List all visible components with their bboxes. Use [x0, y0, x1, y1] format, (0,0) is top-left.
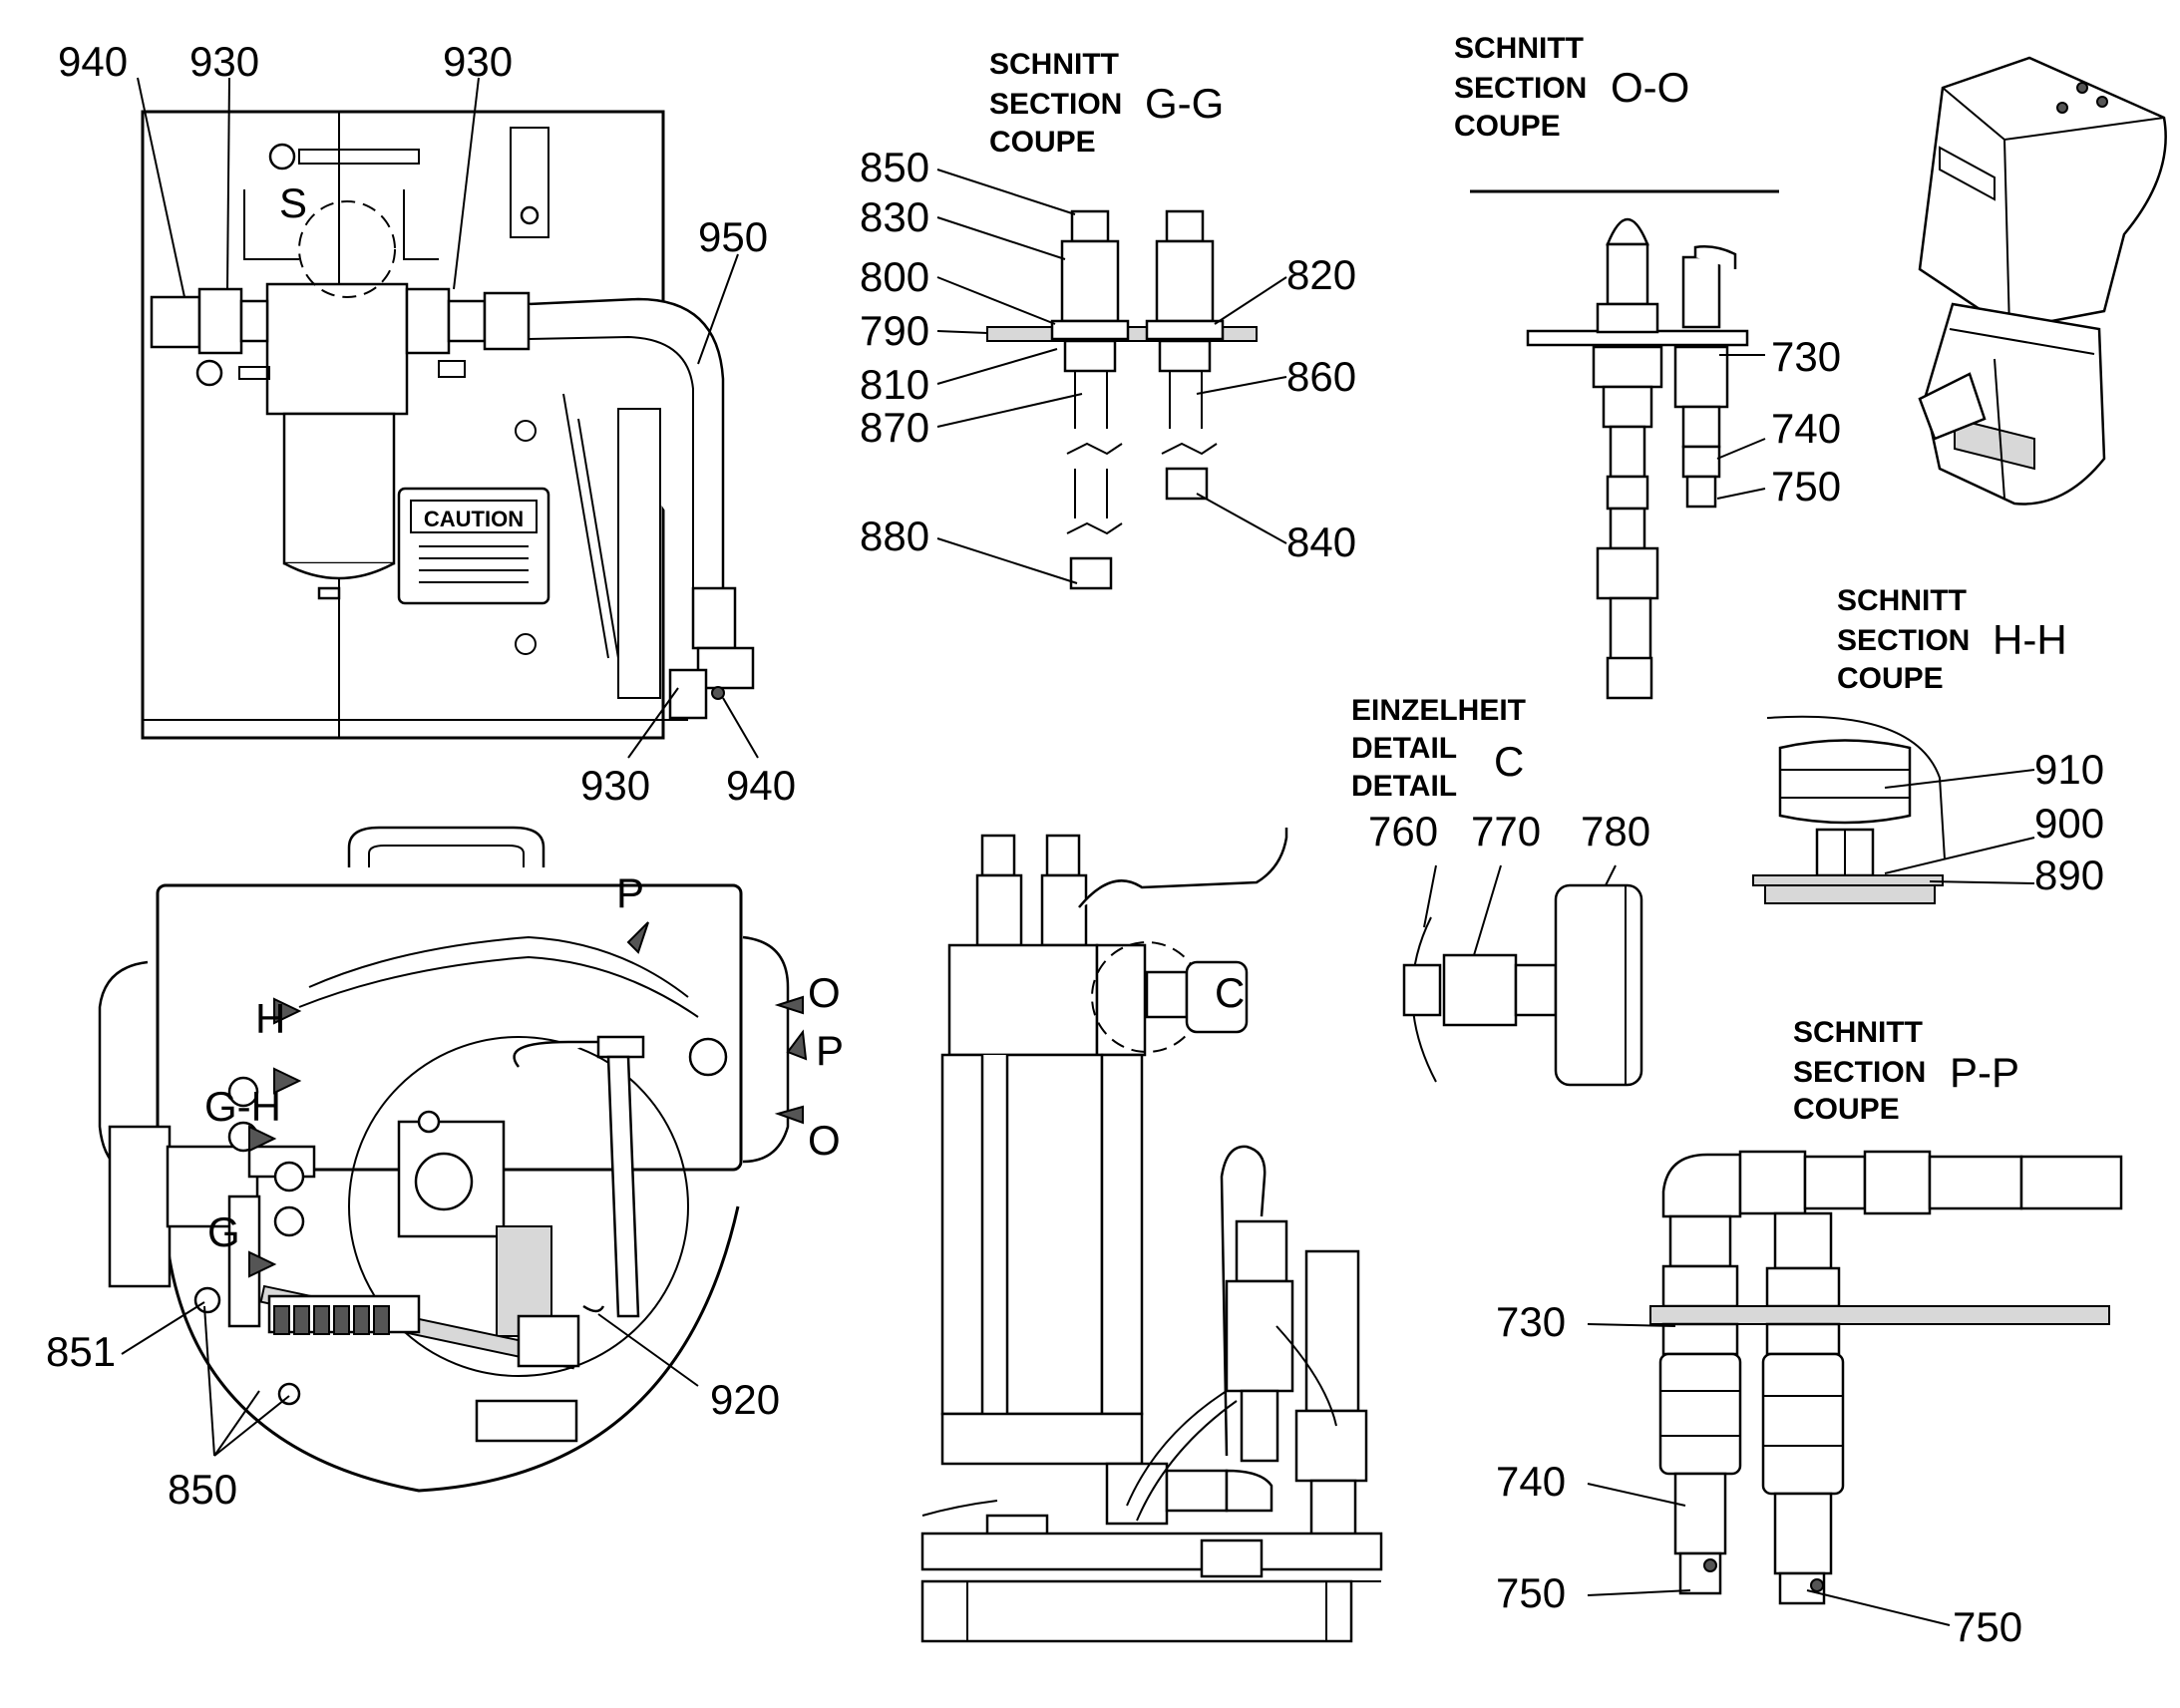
- callout-850-section-gg: 850: [860, 144, 929, 190]
- callout-770: 770: [1471, 808, 1541, 854]
- callout-750-section-pp-right: 750: [1953, 1603, 2022, 1650]
- callout-851: 851: [46, 1328, 116, 1375]
- callout-730-section-pp: 730: [1496, 1298, 1566, 1345]
- marker-o-bottom: O: [808, 1117, 841, 1164]
- bottom-left-plan-view: [98, 826, 808, 1493]
- callout-730-section-oo: 730: [1771, 333, 1841, 380]
- marker-s: S: [279, 179, 307, 226]
- section-hh-line1: SCHNITT: [1837, 584, 1967, 617]
- detail-c-label: C: [1494, 738, 1524, 785]
- section-oo-line3: COUPE: [1454, 110, 1561, 143]
- callout-910: 910: [2034, 746, 2104, 793]
- marker-p-top: P: [616, 869, 644, 916]
- callout-920: 920: [710, 1376, 780, 1423]
- callout-940-bottom: 940: [726, 762, 796, 809]
- detail-c-line3: DETAIL: [1351, 770, 1457, 803]
- callout-780: 780: [1581, 808, 1650, 854]
- callout-850-plan: 850: [168, 1466, 237, 1513]
- section-oo-label: O-O: [1611, 64, 1689, 111]
- section-g-g-view: SCHNITT SECTION G-G COUPE: [936, 48, 1287, 590]
- detail-c-line2: DETAIL: [1351, 732, 1457, 765]
- section-gg-line3: COUPE: [989, 126, 1096, 159]
- section-gg-label: G-G: [1145, 80, 1224, 127]
- section-o-o-view: SCHNITT SECTION O-O COUPE: [1454, 32, 1779, 700]
- plan-terminal-blocks: [273, 1305, 390, 1335]
- top-left-filter-view: CAUTION: [137, 77, 759, 759]
- detail-c-line1: EINZELHEIT: [1351, 694, 1526, 727]
- callout-950: 950: [698, 213, 768, 260]
- marker-h-top: H: [255, 995, 285, 1042]
- callout-830: 830: [860, 193, 929, 240]
- section-p-p-view: SCHNITT SECTION P-P COUPE: [1587, 1016, 2123, 1626]
- section-hh-line2: SECTION: [1837, 624, 1970, 657]
- callout-930-top-left: 930: [189, 38, 259, 85]
- section-pp-line2: SECTION: [1793, 1056, 1926, 1089]
- callout-800: 800: [860, 253, 929, 300]
- section-hh-label: H-H: [1993, 616, 2067, 663]
- callout-930-top-right: 930: [443, 38, 513, 85]
- callout-930-bottom: 930: [580, 762, 650, 809]
- section-pp-line1: SCHNITT: [1793, 1016, 1923, 1049]
- section-pp-label: P-P: [1950, 1049, 2019, 1096]
- callout-840: 840: [1286, 518, 1356, 565]
- callout-880: 880: [860, 512, 929, 559]
- section-gg-line1: SCHNITT: [989, 48, 1119, 81]
- marker-c: C: [1215, 969, 1245, 1016]
- section-gg-line2: SECTION: [989, 88, 1122, 121]
- section-h-h-view: SCHNITT SECTION H-H COUPE: [1752, 584, 2067, 904]
- marker-o-top: O: [808, 969, 841, 1016]
- callout-940-top-left: 940: [58, 38, 128, 85]
- section-hh-line3: COUPE: [1837, 662, 1944, 695]
- section-oo-line2: SECTION: [1454, 72, 1587, 105]
- caution-plate-title: CAUTION: [424, 507, 524, 531]
- callout-750-section-pp-left: 750: [1496, 1569, 1566, 1616]
- marker-g-h: G-H: [204, 1083, 281, 1130]
- callout-810: 810: [860, 361, 929, 408]
- callout-760: 760: [1368, 808, 1438, 854]
- callout-890: 890: [2034, 852, 2104, 898]
- callout-750-section-oo: 750: [1771, 463, 1841, 510]
- callout-820: 820: [1286, 251, 1356, 298]
- callout-900: 900: [2034, 800, 2104, 847]
- section-pp-line3: COUPE: [1793, 1093, 1900, 1126]
- callout-790: 790: [860, 307, 929, 354]
- callout-740-section-oo: 740: [1771, 405, 1841, 452]
- marker-g: G: [207, 1208, 240, 1255]
- marker-p-mid: P: [816, 1027, 844, 1074]
- section-oo-line1: SCHNITT: [1454, 32, 1584, 65]
- callout-740-section-pp: 740: [1496, 1458, 1566, 1505]
- callout-870: 870: [860, 404, 929, 451]
- detail-c-view: EINZELHEIT DETAIL DETAIL C: [1351, 694, 1643, 1087]
- isometric-unit-view: [1918, 56, 2167, 506]
- bottom-middle-side-view: [920, 828, 1383, 1643]
- callout-860: 860: [1286, 353, 1356, 400]
